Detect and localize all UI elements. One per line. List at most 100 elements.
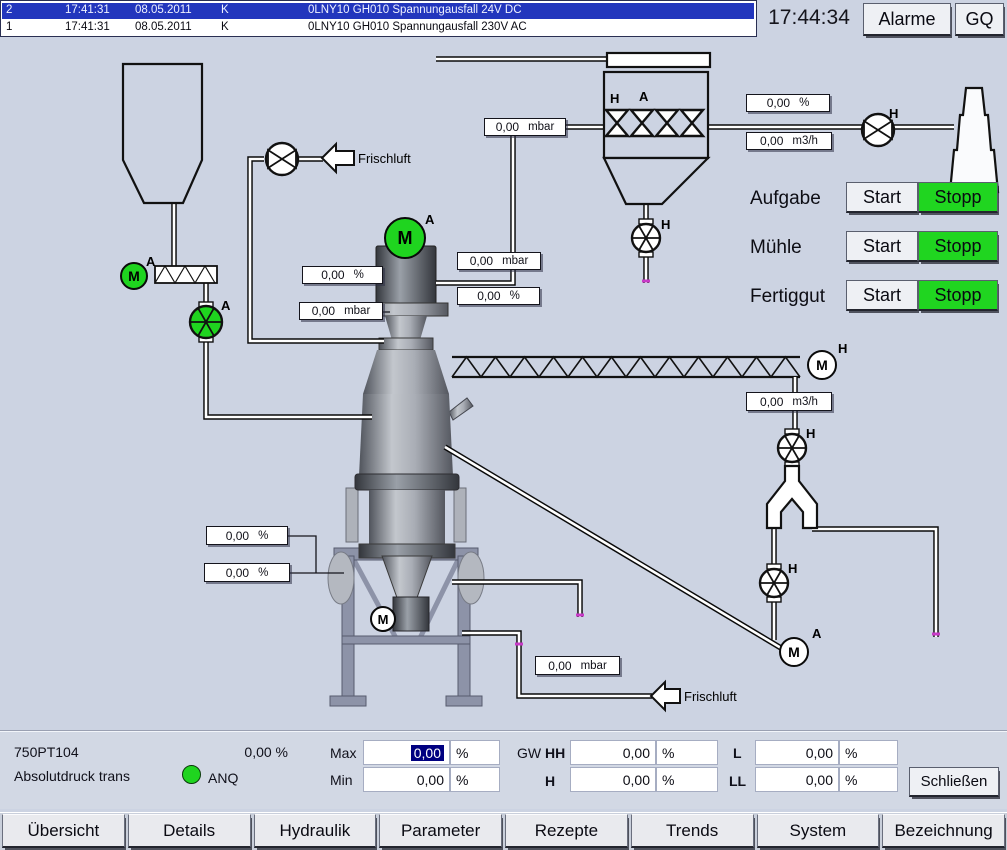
- nav-hydraulik[interactable]: Hydraulik: [253, 814, 377, 848]
- gw-label: GW HH: [517, 745, 565, 761]
- alarme-button[interactable]: Alarme: [863, 3, 951, 36]
- unit: %: [353, 269, 364, 281]
- value-box-mill-left-percent[interactable]: 0,00 %: [302, 266, 383, 284]
- conveyor-motor-mode-label: H: [838, 341, 848, 356]
- aufgabe-stopp-button[interactable]: Stopp: [918, 182, 998, 213]
- faceplate-panel: 750PT104 Absolutdruck trans 0,00 % ANQ M…: [0, 731, 1007, 809]
- filter-valve-h-label: H: [610, 91, 620, 106]
- close-button[interactable]: Schließen: [909, 767, 999, 797]
- filter-bag-valve-icons: [603, 108, 706, 138]
- fertiggut-start-button[interactable]: Start: [846, 280, 918, 311]
- unit: mbar: [580, 659, 607, 672]
- alarm-flag: K: [221, 21, 229, 33]
- feed-rotary-valve-icon: [188, 301, 224, 343]
- max-label: Max: [330, 745, 357, 761]
- leader-lines: [288, 275, 390, 574]
- ll-input[interactable]: 0,00: [755, 767, 839, 792]
- mill-motor-mode-label: A: [425, 212, 435, 227]
- tag-description: Absolutdruck trans: [14, 768, 130, 784]
- value: 0,00: [766, 96, 791, 110]
- ll-label: LL: [729, 773, 747, 789]
- value-box-stack-percent[interactable]: 0,00 %: [746, 94, 830, 112]
- max-unit: %: [450, 740, 500, 765]
- l-input[interactable]: 0,00: [755, 740, 839, 765]
- exhaust-fan-icon: [860, 112, 896, 148]
- group-label-aufgabe: Aufgabe: [750, 188, 821, 209]
- muehle-stopp-button[interactable]: Stopp: [918, 231, 998, 262]
- filter-valve-a-label: A: [639, 89, 649, 104]
- value-box-mill-right-mbar[interactable]: 0,00 mbar: [457, 252, 541, 270]
- alarm-date: 08.05.2011: [135, 21, 192, 33]
- value-box-base-percent-2[interactable]: 0,00 %: [204, 563, 290, 582]
- hh-input[interactable]: 0,00: [570, 740, 656, 765]
- alarm-time: 17:41:31: [65, 21, 110, 33]
- nav-details[interactable]: Details: [127, 814, 251, 848]
- alarm-number: 1: [6, 21, 13, 33]
- fresh-air-label-bottom: Frischluft: [684, 689, 737, 704]
- fertiggut-stopp-button[interactable]: Stopp: [918, 280, 998, 311]
- hh-unit: %: [656, 740, 718, 765]
- value: 0,00: [225, 565, 250, 580]
- value-box-base-percent-1[interactable]: 0,00 %: [206, 526, 288, 545]
- nav-parameter[interactable]: Parameter: [379, 814, 502, 848]
- mill-bottom-motor: M: [370, 606, 396, 632]
- clock: 17:44:34: [768, 6, 850, 29]
- fresh-air-fan-icon: [264, 141, 300, 177]
- value-box-mill-right-percent[interactable]: 0,00 %: [457, 287, 540, 305]
- max-input[interactable]: 0,00: [363, 740, 450, 765]
- min-input[interactable]: 0,00: [363, 767, 450, 792]
- screw-conveyor-icon: [154, 264, 218, 285]
- max-value: 0,00: [410, 744, 444, 761]
- mill-motor: M: [384, 217, 426, 259]
- l-unit: %: [839, 740, 898, 765]
- fresh-air-arrow-bottom-icon: [649, 679, 681, 713]
- hh-text: HH: [545, 745, 566, 761]
- current-value: 0,00 %: [244, 744, 288, 760]
- nav-uebersicht[interactable]: Übersicht: [2, 814, 125, 848]
- muehle-start-button[interactable]: Start: [846, 231, 918, 262]
- alarm-row[interactable]: 1 17:41:31 08.05.2011 K 0LNY10 GH010 Spa…: [2, 20, 754, 36]
- gq-button[interactable]: GQ: [955, 3, 1004, 36]
- alarm-time: 17:41:31: [65, 4, 110, 16]
- h-input[interactable]: 0,00: [570, 767, 656, 792]
- value: 0,00: [760, 394, 784, 409]
- bag-valve-mode-label: H: [788, 561, 798, 576]
- value-box-filter-inlet[interactable]: 0,00 mbar: [484, 118, 566, 136]
- nav-bezeichnung[interactable]: Bezeichnung: [882, 814, 1005, 848]
- discharge-motor: M: [779, 637, 809, 667]
- filter-inlet-duct-icon: [605, 51, 712, 69]
- unit: mbar: [502, 255, 529, 267]
- unit: mbar: [528, 121, 555, 133]
- value-box-conveyor-flow[interactable]: 0,00 m3/h: [746, 392, 832, 411]
- bag-valve-icon: [758, 563, 790, 603]
- value: 0,00: [225, 528, 250, 543]
- conveyor-motor: M: [807, 350, 837, 380]
- alarm-date: 08.05.2011: [135, 4, 192, 16]
- stack-icon: [948, 86, 1000, 194]
- value: 0,00: [548, 658, 572, 673]
- h-label: H: [545, 773, 556, 789]
- two-way-splitter-icon: [765, 464, 819, 530]
- aufgabe-start-button[interactable]: Start: [846, 182, 918, 213]
- nav-trends[interactable]: Trends: [630, 814, 754, 848]
- nav-bar: Übersicht Details Hydraulik Parameter Re…: [0, 812, 1007, 850]
- group-label-muehle: Mühle: [750, 237, 802, 258]
- nav-system[interactable]: System: [756, 814, 880, 848]
- unit: mbar: [344, 305, 371, 317]
- silo-motor: M: [120, 262, 148, 290]
- status-label: ANQ: [208, 770, 239, 786]
- value-box-base-mbar[interactable]: 0,00 mbar: [535, 656, 620, 675]
- nav-rezepte[interactable]: Rezepte: [505, 814, 628, 848]
- value-box-mill-left-mbar[interactable]: 0,00 mbar: [299, 302, 383, 320]
- truss-conveyor-icon: [451, 355, 801, 379]
- alarm-row[interactable]: 2 17:41:31 08.05.2011 K 0LNY10 GH010 Spa…: [2, 3, 754, 19]
- ll-unit: %: [839, 767, 898, 792]
- value: 0,00: [495, 120, 520, 134]
- mill-icon: [327, 245, 485, 632]
- tag-label: 750PT104: [14, 744, 79, 760]
- alarm-message: 0LNY10 GH010 Spannungausfall 230V AC: [308, 21, 527, 33]
- alarm-flag: K: [221, 4, 229, 16]
- value-box-stack-flow[interactable]: 0,00 m3/h: [746, 132, 832, 150]
